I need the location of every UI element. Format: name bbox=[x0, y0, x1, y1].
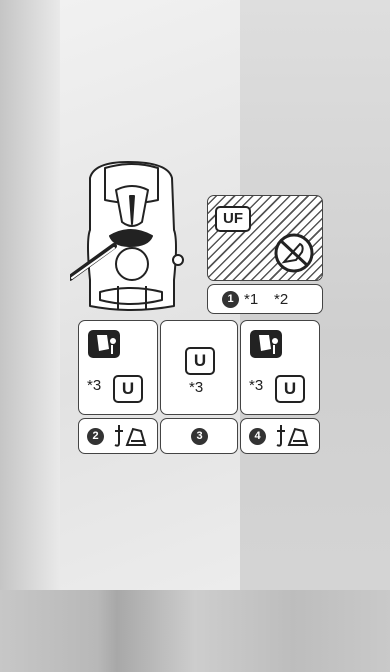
front-seat-box: UF bbox=[207, 195, 323, 281]
position-marker-1: 1 bbox=[222, 291, 239, 308]
rear-left-box: *3 U bbox=[78, 320, 158, 415]
note-3: *3 bbox=[87, 377, 101, 394]
seat-illustration bbox=[70, 160, 195, 320]
top-tether-icon bbox=[111, 423, 151, 449]
isofix-seat-icon bbox=[87, 329, 121, 359]
rear-center-label-box: 3 bbox=[160, 418, 238, 454]
position-marker-4: 4 bbox=[249, 428, 266, 445]
note-2: *2 bbox=[274, 291, 288, 308]
isofix-seat-icon bbox=[249, 329, 283, 359]
position-marker-3: 3 bbox=[191, 428, 208, 445]
note-3: *3 bbox=[189, 379, 203, 396]
uf-badge: UF bbox=[215, 206, 251, 232]
rear-right-box: *3 U bbox=[240, 320, 320, 415]
rear-center-box: U *3 bbox=[160, 320, 238, 415]
note-3: *3 bbox=[249, 377, 263, 394]
position-marker-2: 2 bbox=[87, 428, 104, 445]
front-seat-label-box: 1 *1 *2 bbox=[207, 284, 323, 314]
u-badge: U bbox=[275, 375, 305, 403]
rear-right-label-box: 4 bbox=[240, 418, 320, 454]
u-badge: U bbox=[113, 375, 143, 403]
note-1: *1 bbox=[244, 291, 258, 308]
no-rear-facing-icon bbox=[272, 232, 316, 274]
rear-left-label-box: 2 bbox=[78, 418, 158, 454]
top-tether-icon bbox=[273, 423, 313, 449]
u-badge: U bbox=[185, 347, 215, 375]
